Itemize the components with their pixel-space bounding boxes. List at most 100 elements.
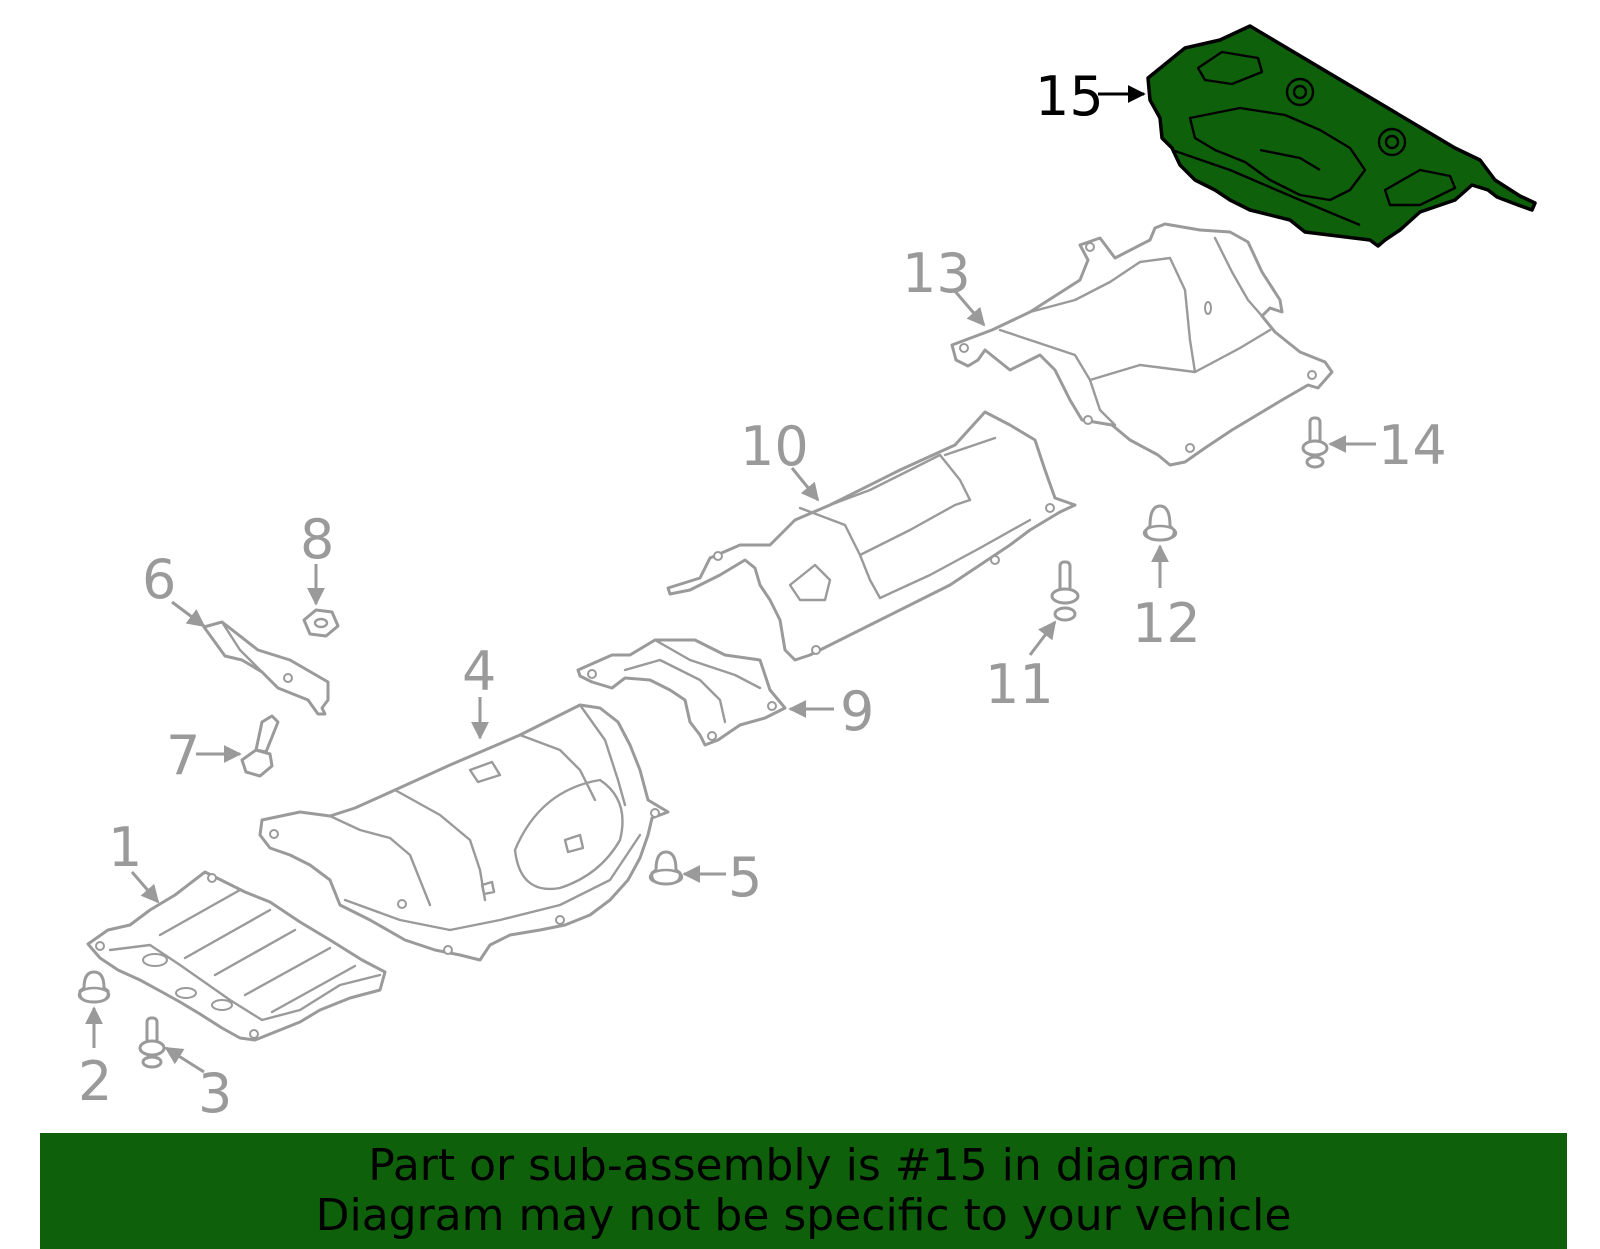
callout-15[interactable]: 15 bbox=[1035, 65, 1146, 128]
part-4-hole-1 bbox=[269, 829, 279, 839]
callout-6-label: 6 bbox=[142, 548, 176, 611]
part-9-bracket-shield[interactable] bbox=[576, 638, 787, 747]
part-1-hole-3 bbox=[211, 999, 233, 1011]
part-4-edge bbox=[343, 833, 642, 932]
part-1-hole-6 bbox=[249, 1029, 259, 1039]
part-8-nut[interactable] bbox=[302, 608, 340, 638]
part-13-ridge-2 bbox=[1028, 256, 1197, 374]
part-1-hole-2 bbox=[175, 987, 197, 999]
part-10-tab bbox=[788, 563, 832, 602]
callout-13[interactable]: 13 bbox=[902, 242, 986, 327]
callout-6-leader bbox=[171, 600, 206, 628]
part-1-rib-4 bbox=[243, 946, 332, 997]
callout-14-label: 14 bbox=[1378, 414, 1447, 477]
callout-5[interactable]: 5 bbox=[682, 846, 762, 909]
callout-6[interactable]: 6 bbox=[142, 548, 206, 628]
callout-14[interactable]: 14 bbox=[1328, 414, 1447, 477]
part-14-bolt[interactable] bbox=[1301, 416, 1329, 469]
part-15-rear-heat-shield[interactable] bbox=[1146, 24, 1537, 248]
part-15-shape bbox=[1146, 24, 1537, 248]
part-13-shape bbox=[950, 222, 1334, 467]
part-13-hole-1 bbox=[959, 343, 969, 353]
part-5-shape bbox=[650, 850, 682, 886]
callout-4-label: 4 bbox=[462, 640, 496, 703]
callout-10[interactable]: 10 bbox=[740, 415, 820, 502]
callout-15-label: 15 bbox=[1035, 65, 1104, 128]
part-5-clip[interactable] bbox=[648, 850, 684, 886]
part-4-hole-3 bbox=[443, 945, 453, 955]
part-15-rib bbox=[1171, 148, 1361, 227]
part-4-tunnel-heat-shield[interactable] bbox=[258, 703, 670, 962]
part-10-ridge-3 bbox=[878, 518, 1032, 600]
banner-line-disclaimer: Diagram may not be specific to your vehi… bbox=[315, 1190, 1292, 1241]
part-6-bracket[interactable] bbox=[202, 620, 330, 716]
part-9-hole-1 bbox=[587, 669, 597, 679]
part-9-shape bbox=[576, 638, 787, 747]
part-4-tab bbox=[468, 760, 502, 784]
part-1-front-shield[interactable] bbox=[86, 870, 387, 1042]
part-1-rib-5 bbox=[270, 964, 357, 1014]
part-15-recess-left bbox=[1196, 50, 1264, 86]
part-4-ridge-4 bbox=[578, 703, 627, 807]
part-6-fold bbox=[220, 620, 264, 674]
part-4-hole-2 bbox=[650, 808, 660, 818]
part-8-shape bbox=[302, 608, 340, 638]
part-6-hole bbox=[283, 673, 293, 683]
part-7-head bbox=[240, 748, 274, 778]
part-14-washer bbox=[1301, 439, 1329, 457]
part-10-ridge-4 bbox=[858, 498, 972, 557]
part-9-hole-3 bbox=[707, 731, 717, 741]
callout-9[interactable]: 9 bbox=[788, 680, 874, 743]
part-12-flange bbox=[1142, 524, 1178, 542]
part-4-ridge-2 bbox=[393, 788, 487, 902]
part-10-ridge-2 bbox=[828, 453, 972, 507]
part-1-hole-1 bbox=[142, 953, 168, 967]
callout-1[interactable]: 1 bbox=[108, 816, 160, 904]
part-4-bowl bbox=[513, 778, 624, 891]
part-4-slot-1 bbox=[563, 833, 585, 854]
part-10-heat-shield[interactable] bbox=[666, 410, 1077, 662]
part-11-bolt[interactable] bbox=[1050, 560, 1080, 622]
callout-1-label: 1 bbox=[108, 816, 142, 879]
part-7-shank bbox=[254, 714, 280, 754]
part-1-rib-3 bbox=[213, 928, 297, 977]
part-1-shape bbox=[86, 870, 387, 1042]
part-1-edge bbox=[108, 943, 382, 1022]
part-2-clip[interactable] bbox=[77, 970, 111, 1004]
callout-2[interactable]: 2 bbox=[78, 1006, 112, 1113]
part-7-bolt[interactable] bbox=[240, 714, 280, 778]
callout-3[interactable]: 3 bbox=[164, 1046, 232, 1125]
part-15-grommet-2-inner bbox=[1384, 134, 1400, 150]
part-13-ridge-4 bbox=[1213, 236, 1264, 318]
part-10-hole-1 bbox=[713, 551, 723, 561]
callout-4[interactable]: 4 bbox=[462, 640, 496, 740]
part-13-hole-4 bbox=[1185, 443, 1195, 453]
part-3-washer bbox=[138, 1039, 166, 1057]
part-15-recess-right bbox=[1383, 168, 1457, 207]
callout-7[interactable]: 7 bbox=[166, 724, 242, 787]
callout-9-label: 9 bbox=[840, 680, 874, 743]
part-4-ridge-3 bbox=[518, 733, 597, 802]
part-13-ridge-3 bbox=[1088, 328, 1272, 382]
callout-11-leader bbox=[1028, 620, 1057, 656]
part-13-ridge-1 bbox=[998, 328, 1117, 427]
info-banner: Part or sub-assembly is #15 in diagram D… bbox=[40, 1133, 1567, 1249]
part-10-slot bbox=[943, 436, 997, 457]
callout-12-label: 12 bbox=[1132, 592, 1201, 655]
callout-1-leader bbox=[130, 871, 160, 904]
part-15-recess-center bbox=[1188, 106, 1367, 202]
part-12-clip[interactable] bbox=[1142, 504, 1178, 542]
part-9-hole-2 bbox=[767, 701, 777, 711]
callout-12[interactable]: 12 bbox=[1132, 544, 1201, 655]
callout-8-label: 8 bbox=[300, 508, 334, 571]
callout-11[interactable]: 11 bbox=[985, 620, 1057, 716]
banner-line-highlighted-part: Part or sub-assembly is #15 in diagram bbox=[368, 1140, 1239, 1191]
part-3-bolt[interactable] bbox=[138, 1016, 166, 1069]
callout-8[interactable]: 8 bbox=[300, 508, 334, 606]
part-4-ridge-1 bbox=[328, 814, 432, 907]
part-13-heat-shield[interactable] bbox=[950, 222, 1334, 467]
callout-13-label: 13 bbox=[902, 242, 971, 305]
part-3-head bbox=[141, 1055, 163, 1069]
part-8-hole bbox=[313, 617, 329, 629]
part-10-shape bbox=[666, 410, 1077, 662]
